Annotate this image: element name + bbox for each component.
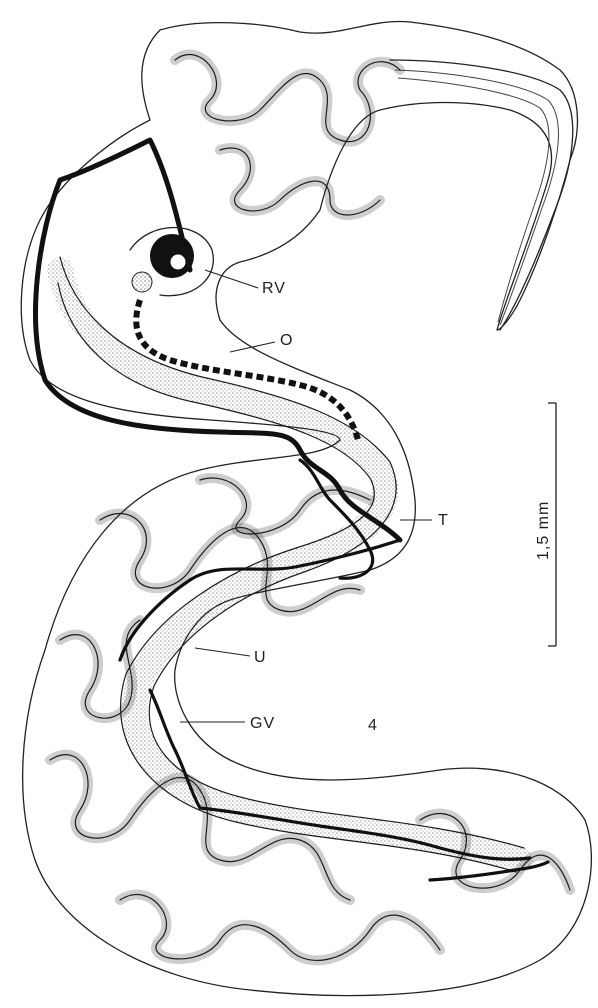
svg-text:O: O [280,332,293,349]
label-u: U [195,648,267,666]
upper-coils [175,55,400,215]
svg-text:T: T [438,512,449,529]
scale-bar-label: 1,5 mm [535,501,552,560]
svg-text:U: U [254,649,267,666]
label-t: T [400,512,449,529]
figure-number: 4 [368,717,378,734]
svg-text:GV: GV [250,715,275,732]
label-gv: GV [180,715,275,732]
uterus-tube [58,257,524,872]
scale-bar: 1,5 mm [535,403,556,646]
tail-projection [390,60,573,330]
svg-text:RV: RV [262,280,286,297]
label-o: O [230,332,293,352]
receptaculum [130,228,213,296]
label-rv: RV [205,270,286,297]
